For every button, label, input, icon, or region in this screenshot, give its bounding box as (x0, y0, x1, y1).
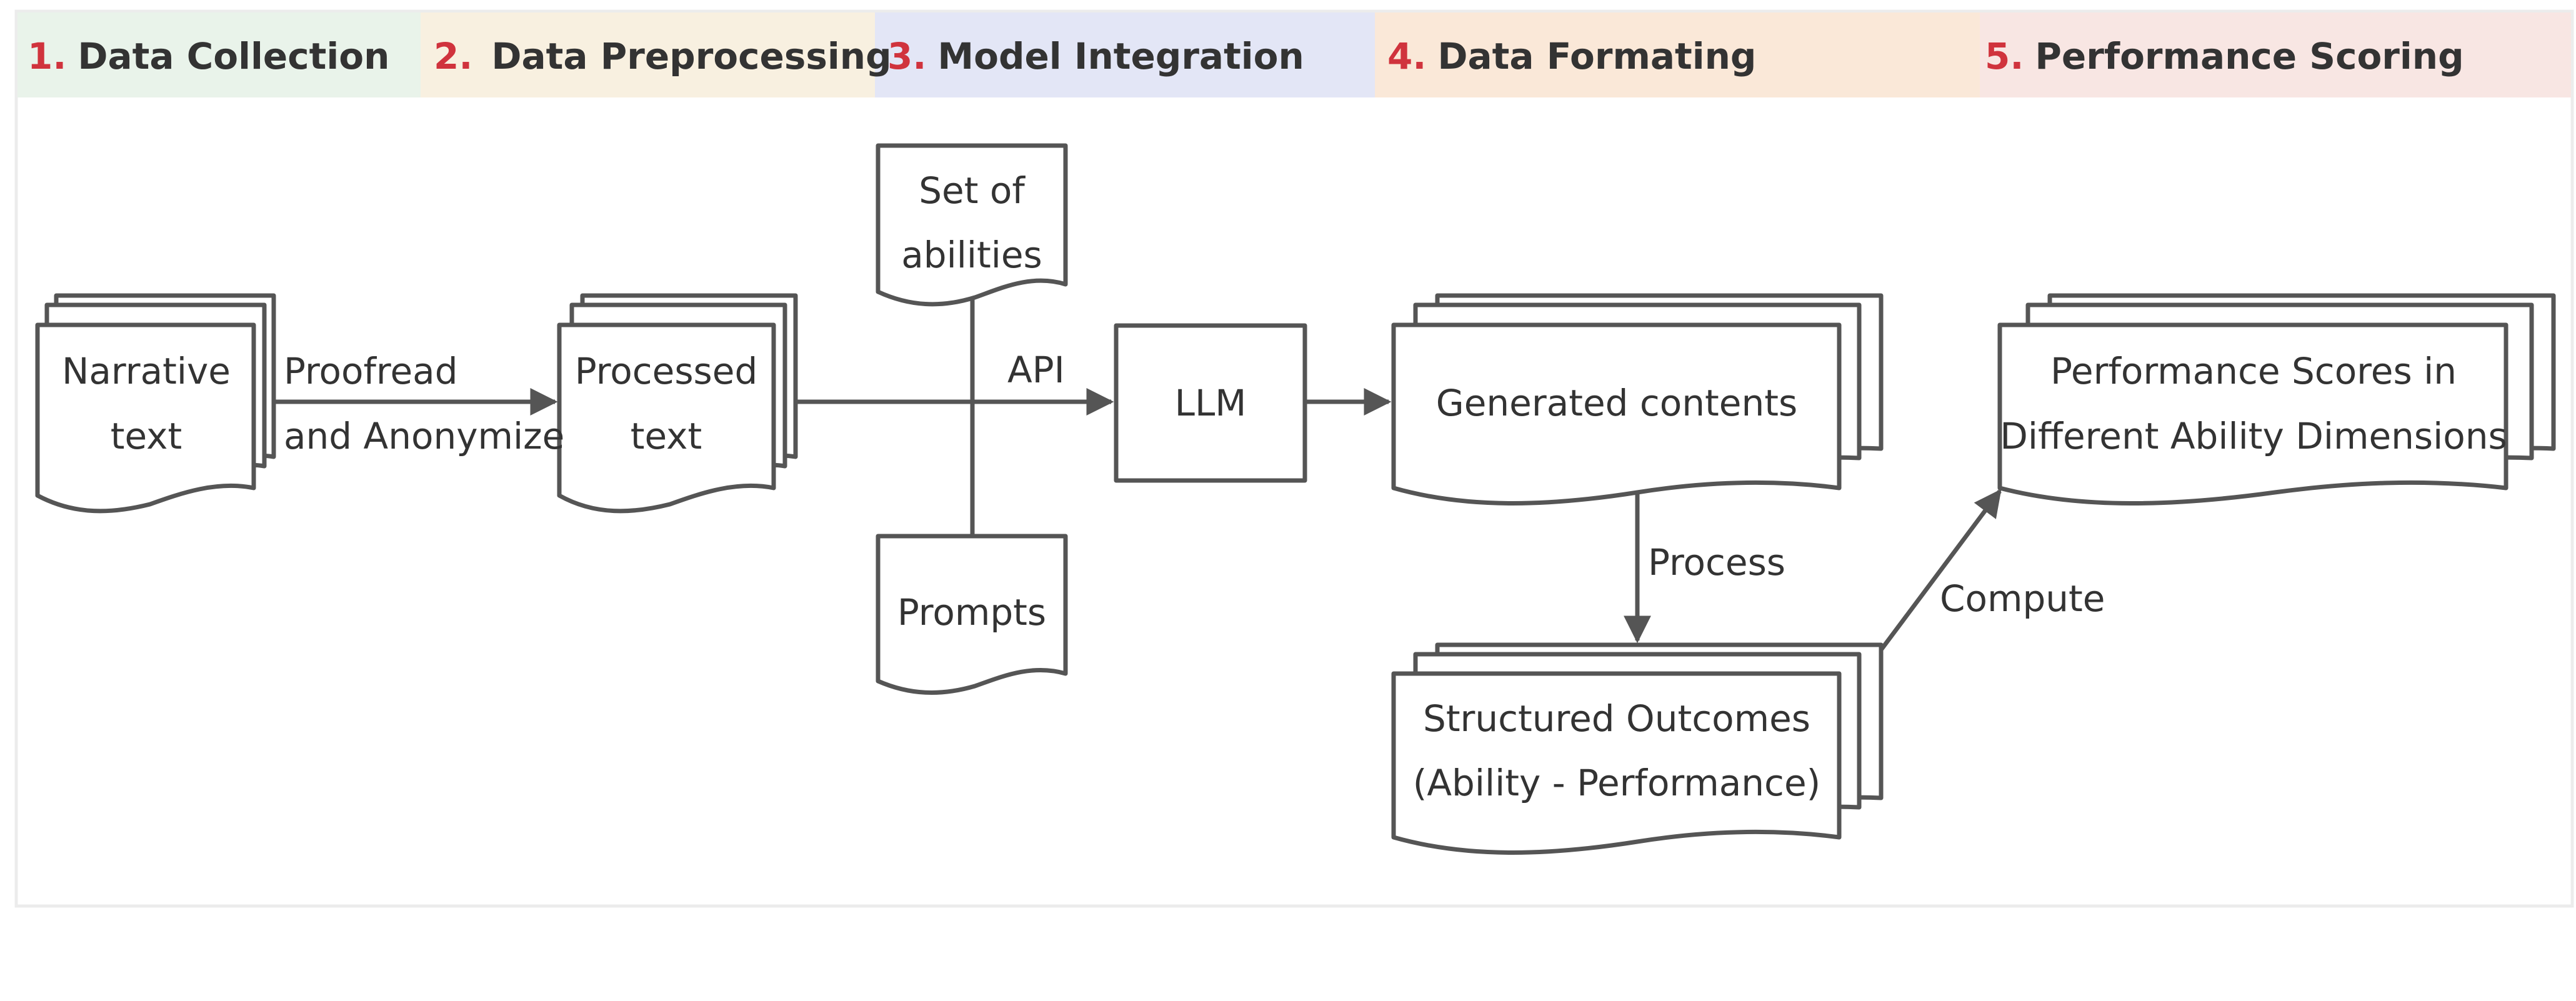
stage-1-number: 1. (27, 35, 66, 77)
edge-label-proofread: Proofread (284, 350, 458, 392)
llm-box (1114, 323, 1307, 483)
stage-2-label: 2. Data Preprocessing (434, 35, 892, 77)
edge-label-anonymize: and Anonymize (284, 415, 564, 457)
prompts-node: Prompts (876, 534, 1068, 695)
stage-3-band (875, 12, 1375, 97)
stage-3-number: 3. (887, 35, 926, 77)
stage-1-title: Data Collection (77, 35, 389, 77)
stage-5-number: 5. (1985, 35, 2024, 77)
structured-doc-front (1391, 671, 1842, 855)
stage-1-band (17, 12, 421, 97)
structured-label-2: (Ability - Performance) (1413, 762, 1821, 804)
llm-label: LLM (1175, 382, 1247, 424)
structured-label-1: Structured Outcomes (1423, 697, 1810, 740)
stage-2-number: 2. (434, 35, 472, 77)
stage-1-label: 1. Data Collection (27, 35, 389, 77)
stage-5-label: 5. Performance Scoring (1985, 35, 2464, 77)
stage-4-band (1375, 12, 1980, 97)
processed-doc-front (557, 322, 776, 514)
stage-2-title: Data Preprocessing (491, 35, 891, 77)
narrative-label-2: text (111, 415, 182, 457)
stage-4-title: Data Formating (1437, 35, 1756, 77)
processed-text-node: Processed text (557, 293, 798, 514)
connectors (275, 284, 2002, 652)
edge-labels: Proofread and Anonymize API Process Comp… (284, 349, 2105, 620)
stage-3-label: 3. Model Integration (887, 35, 1304, 77)
generated-label: Generated contents (1436, 382, 1797, 424)
llm-node: LLM (1114, 323, 1307, 483)
generated-contents-node: Generated contents (1391, 293, 1884, 505)
prompts-label: Prompts (897, 591, 1046, 634)
edge-label-api: API (1007, 349, 1065, 391)
scores-label-1: Performance Scores in (2050, 350, 2457, 392)
generated-doc-front (1391, 322, 1842, 505)
stage-4-number: 4. (1387, 35, 1426, 77)
stage-5-title: Performance Scoring (2035, 35, 2464, 77)
abilities-doc (876, 143, 1068, 307)
stage-2-band (421, 12, 875, 97)
narrative-doc-front (35, 322, 256, 514)
abilities-node: Set of abilities (876, 143, 1068, 307)
structured-outcomes-node: Structured Outcomes (Ability - Performan… (1391, 642, 1884, 855)
prompts-doc (876, 534, 1068, 695)
stage-4-label: 4. Data Formating (1387, 35, 1756, 77)
performance-scores-node: Performance Scores in Different Ability … (1997, 293, 2556, 505)
scores-doc-front (1997, 322, 2509, 505)
processed-label-2: text (631, 415, 702, 457)
narrative-text-node: Narrative text (35, 293, 276, 514)
stage-5-band (1980, 12, 2571, 97)
stage-header: 1. Data Collection 2. Data Preprocessing 3… (17, 12, 2571, 97)
processed-label-1: Processed (575, 350, 758, 392)
abilities-label-2: abilities (901, 234, 1042, 276)
edge-label-process: Process (1648, 541, 1785, 584)
stage-3-title: Model Integration (937, 35, 1304, 77)
abilities-label-1: Set of (919, 169, 1026, 212)
structured-to-scores-arrow (1879, 489, 2002, 652)
edge-label-compute: Compute (1940, 577, 2105, 620)
scores-label-2: Different Ability Dimensions (2000, 415, 2507, 457)
narrative-label-1: Narrative (62, 350, 231, 392)
